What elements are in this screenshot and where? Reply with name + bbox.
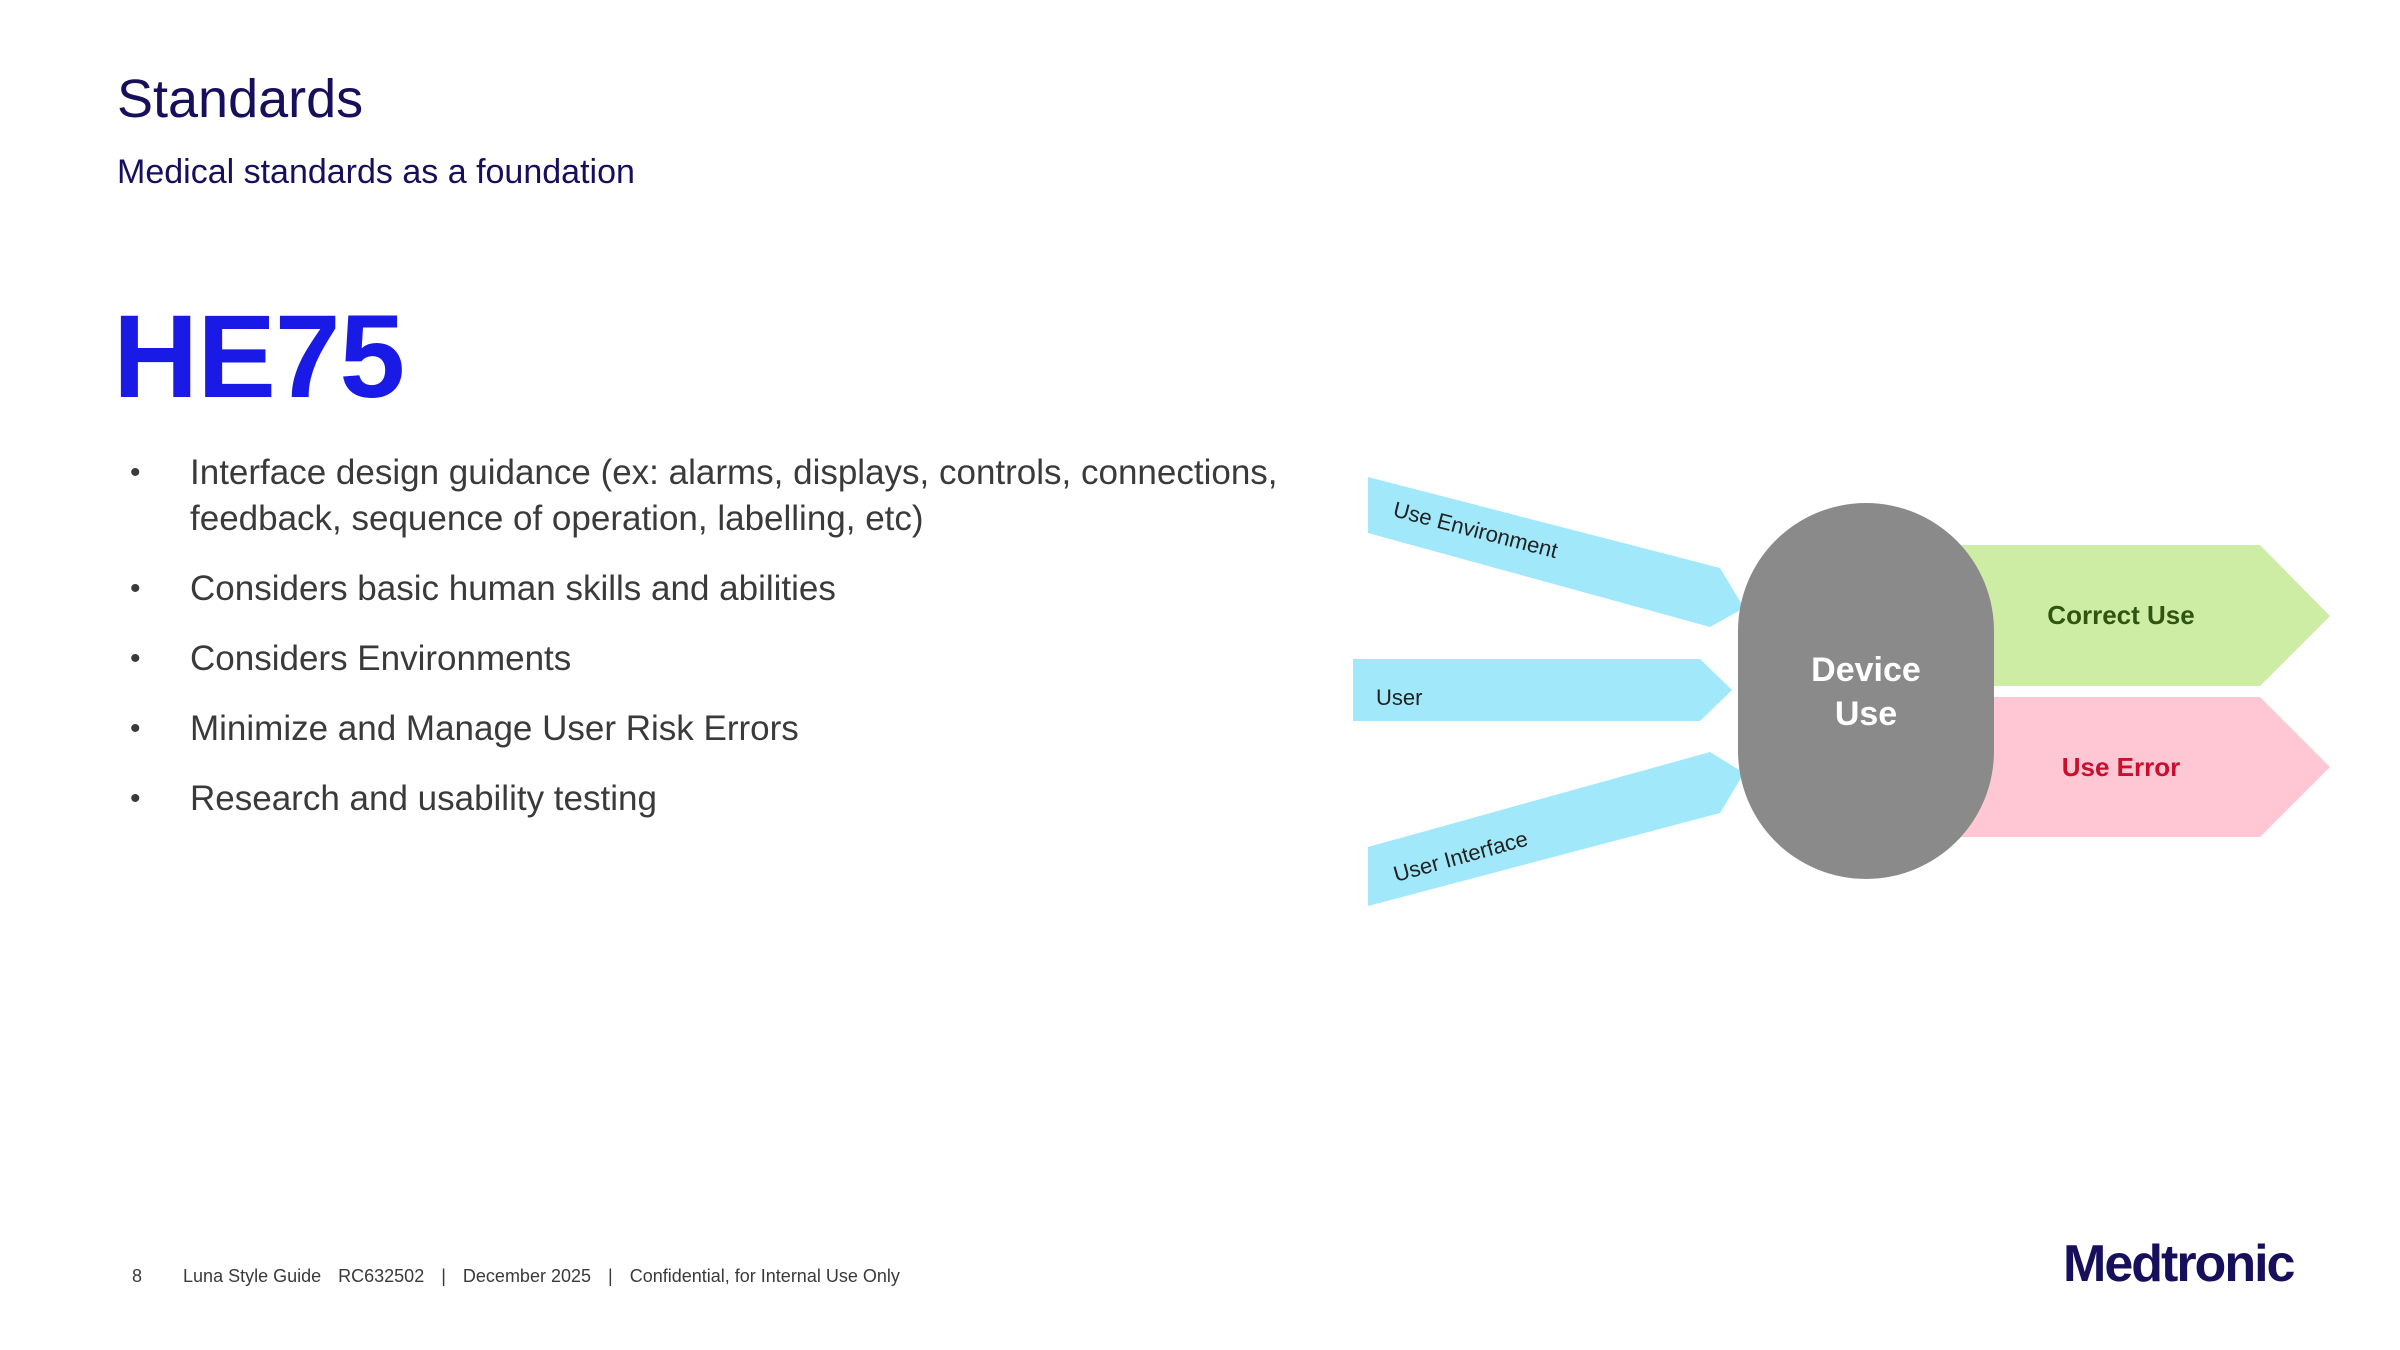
bullet-item: • Research and usability testing bbox=[130, 776, 1310, 822]
device-use-node bbox=[1738, 503, 1994, 879]
label-correct-use: Correct Use bbox=[2047, 600, 2194, 630]
footer-separator: | bbox=[608, 1266, 613, 1286]
bullet-dot: • bbox=[130, 642, 141, 675]
bullet-list: • Interface design guidance (ex: alarms, … bbox=[130, 450, 1310, 846]
bullet-text: Considers Environments bbox=[190, 639, 572, 678]
footer-doc-code: RC632502 bbox=[338, 1266, 425, 1286]
arrow-user bbox=[1353, 659, 1732, 721]
medtronic-logo: Medtronic bbox=[2063, 1235, 2295, 1293]
footer-separator: | bbox=[441, 1266, 446, 1286]
bullet-text: Minimize and Manage User Risk Errors bbox=[190, 709, 799, 748]
bullet-item: • Considers Environments bbox=[130, 636, 1310, 682]
arrow-correct-use bbox=[1920, 545, 2330, 686]
bullet-dot: • bbox=[130, 782, 141, 815]
bullet-dot: • bbox=[130, 572, 141, 605]
bullet-item: • Interface design guidance (ex: alarms, … bbox=[130, 450, 1310, 542]
arrow-user-interface bbox=[1368, 752, 1744, 906]
footer: 8 Luna Style Guide RC632502 | December 2… bbox=[132, 1266, 912, 1287]
footer-doc-title: Luna Style Guide bbox=[183, 1266, 322, 1286]
bullet-item: • Considers basic human skills and abilit… bbox=[130, 566, 1310, 612]
arrow-use-error bbox=[1920, 697, 2330, 837]
bullet-item: • Minimize and Manage User Risk Errors bbox=[130, 706, 1310, 752]
bullet-text: Research and usability testing bbox=[190, 779, 657, 818]
page-title: Standards bbox=[117, 69, 364, 129]
standard-heading: HE75 bbox=[113, 291, 405, 423]
bullet-text: Considers basic human skills and abiliti… bbox=[190, 569, 836, 608]
bullet-dot: • bbox=[130, 712, 141, 745]
label-device: Device bbox=[1811, 651, 1921, 689]
device-use-diagram: Use Environment User User Interface Devi… bbox=[1353, 477, 2330, 906]
label-use-error: Use Error bbox=[2062, 752, 2181, 782]
footer-date: December 2025 bbox=[462, 1266, 591, 1286]
footer-confidentiality: Confidential, for Internal Use Only bbox=[629, 1266, 900, 1286]
label-user: User bbox=[1376, 685, 1422, 710]
label-use: Use bbox=[1835, 695, 1897, 733]
arrow-use-environment bbox=[1368, 477, 1744, 627]
page-number: 8 bbox=[132, 1266, 143, 1286]
page-subtitle: Medical standards as a foundation bbox=[117, 153, 635, 191]
bullet-text: Interface design guidance (ex: alarms, d… bbox=[190, 453, 1278, 538]
bullet-dot: • bbox=[130, 456, 141, 489]
